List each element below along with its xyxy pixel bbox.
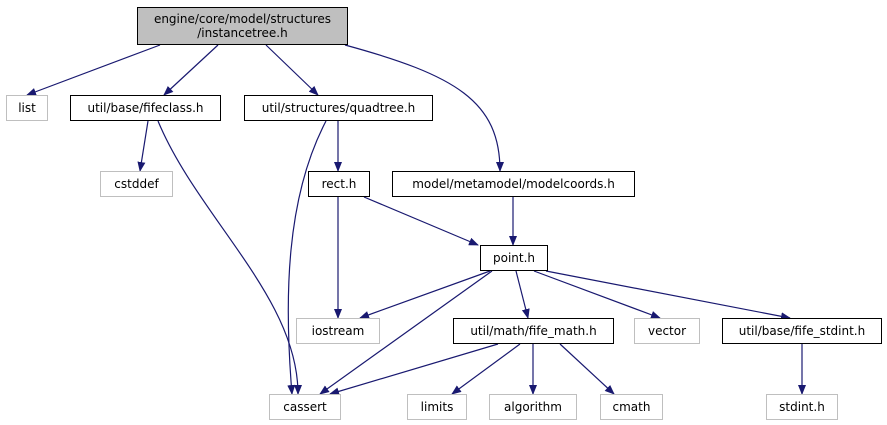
node-cmath: cmath [600,394,663,420]
node-algorithm: algorithm [489,394,577,420]
node-modelcoords-h[interactable]: model/metamodel/modelcoords.h [392,171,635,197]
node-fife-math-h[interactable]: util/math/fife_math.h [453,318,614,344]
edge-fifeclass-to-cassert [157,120,302,395]
edge-fife_math-to-cassert [329,343,499,396]
node-vector: vector [634,318,700,344]
edge-point-to-cassert [319,270,493,395]
node-cstddef: cstddef [100,171,173,197]
edge-root-to-list [26,44,161,96]
edge-quadtree-to-cassert [287,120,327,395]
node-fifeclass-h[interactable]: util/base/fifeclass.h [70,95,221,121]
edge-point-to-fife_math [515,270,530,319]
node-list: list [6,95,48,121]
node-point-h[interactable]: point.h [480,245,548,271]
edge-point-to-iostream [359,270,491,319]
node-cassert: cassert [269,394,341,420]
edge-root-to-modelcoords [344,44,504,172]
node-limits: limits [407,394,467,420]
edge-point-to-vector [533,270,661,319]
node-rect-h[interactable]: rect.h [308,171,370,197]
root-file-path-line1: engine/core/model/structures [153,12,332,26]
node-fife-stdint-h[interactable]: util/base/fife_stdint.h [722,318,882,344]
edge-point-to-fife_stdint [545,270,791,321]
root-file-path-line2: /instancetree.h [197,26,288,40]
edge-rect-to-point [363,196,479,246]
edge-root-to-fifeclass [163,44,219,96]
edge-fifeclass-to-cstddef [137,120,149,172]
node-iostream: iostream [296,318,380,344]
edge-fife_math-to-cmath [559,343,615,395]
root-file-node: engine/core/model/structures /instancetr… [137,7,348,45]
node-stdint-h: stdint.h [766,394,838,420]
edge-root-to-quadtree [265,44,319,96]
node-quadtree-h[interactable]: util/structures/quadtree.h [244,95,433,121]
edge-fife_math-to-limits [451,343,521,395]
